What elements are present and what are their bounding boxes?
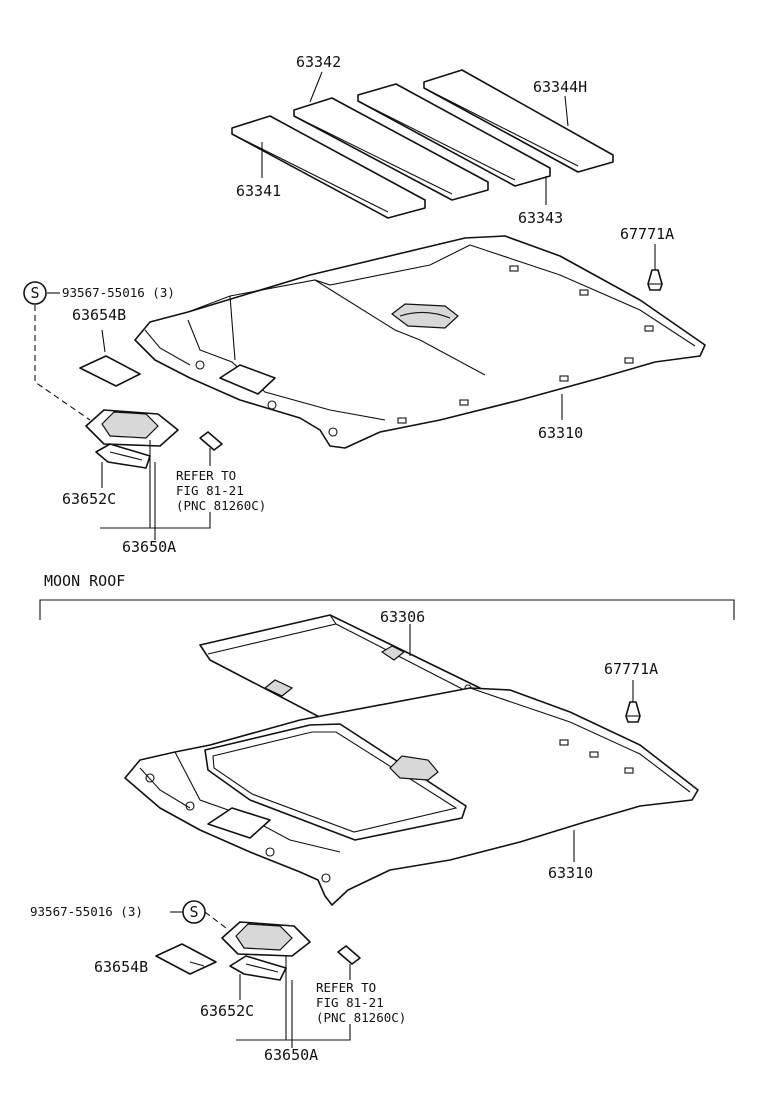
clip-67771a: [647, 244, 663, 291]
label-63341: 63341: [236, 182, 281, 200]
refer-line-1-bottom: REFER TO: [316, 980, 376, 995]
label-63343: 63343: [518, 209, 563, 227]
screw-symbol-bottom: S: [170, 900, 227, 929]
pad-63654b-bottom: [155, 943, 217, 975]
clip-67771a-bottom: [625, 680, 641, 723]
label-93567: 93567-55016 (3): [62, 285, 175, 300]
bulb-bottom: [337, 945, 361, 965]
pad-63343: [357, 83, 551, 187]
label-63650a-bottom: 63650A: [264, 1046, 318, 1064]
section-title: MOON ROOF: [44, 572, 125, 590]
lamp-assy-bottom: [221, 921, 311, 981]
label-63310-bottom: 63310: [548, 864, 593, 882]
pad-63342: [293, 97, 489, 201]
refer-line-3: (PNC 81260C): [176, 498, 266, 513]
label-63650a: 63650A: [122, 538, 176, 556]
refer-line-2: FIG 81-21: [176, 483, 244, 498]
label-67771a: 67771A: [620, 225, 674, 243]
refer-line-1: REFER TO: [176, 468, 236, 483]
label-93567-bottom: 93567-55016 (3): [30, 904, 143, 919]
label-67771a-bottom: 67771A: [604, 660, 658, 678]
pad-63654b-top: [79, 355, 141, 387]
label-63654b: 63654B: [72, 306, 126, 324]
headliner-63310-moonroof: [124, 687, 699, 906]
label-63344h: 63344H: [533, 78, 587, 96]
bottom-section: S 63306 67771A 63310 93567-55016 (3) 636…: [30, 608, 699, 1064]
label-63306: 63306: [380, 608, 425, 626]
label-63652c-bottom: 63652C: [200, 1002, 254, 1020]
screw-symbol-label-bottom: S: [189, 903, 198, 921]
moon-roof-divider: MOON ROOF: [39, 572, 735, 620]
screw-symbol-label: S: [30, 284, 39, 302]
lamp-assy-top: [85, 409, 179, 469]
pad-63344h: [423, 69, 614, 173]
top-section: S 63342 63344H 63341 63343 67771A 93567-…: [23, 53, 706, 556]
label-63310: 63310: [538, 424, 583, 442]
label-63342: 63342: [296, 53, 341, 71]
pad-63341: [231, 115, 426, 219]
screw-symbol-top: S: [23, 281, 91, 421]
bulb-top: [199, 431, 223, 451]
label-63652c: 63652C: [62, 490, 116, 508]
refer-line-2-bottom: FIG 81-21: [316, 995, 384, 1010]
headliner-63310: [134, 235, 706, 449]
refer-line-3-bottom: (PNC 81260C): [316, 1010, 406, 1025]
label-63654b-bottom: 63654B: [94, 958, 148, 976]
